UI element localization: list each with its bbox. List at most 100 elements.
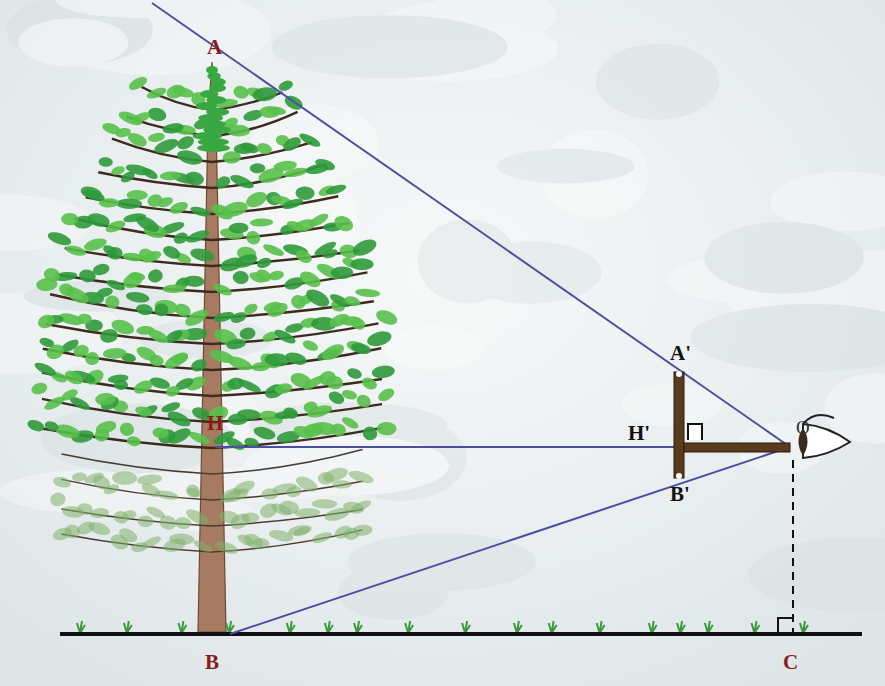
point-label: H <box>207 413 223 434</box>
grass-tuft <box>178 621 186 633</box>
needle-cluster <box>99 328 119 344</box>
grass-tuft <box>649 621 657 633</box>
needle-cluster <box>292 525 311 539</box>
right-angle-mark <box>688 424 702 440</box>
needle-cluster <box>360 375 379 392</box>
needle-cluster <box>184 482 202 500</box>
needle-cluster <box>262 242 286 258</box>
needle-cluster <box>44 420 60 433</box>
needle-cluster <box>192 538 214 554</box>
needle-cluster <box>237 408 262 420</box>
needle-cluster <box>243 302 260 317</box>
needle-cluster <box>354 392 373 410</box>
needle-cluster <box>303 286 332 310</box>
ground-line <box>60 632 862 636</box>
needle-cluster <box>52 475 72 489</box>
needle-cluster <box>231 478 256 497</box>
needle-cluster <box>154 303 169 317</box>
needle-cluster <box>165 82 187 100</box>
needle-cluster <box>161 244 182 261</box>
needle-cluster <box>136 473 162 486</box>
needle-cluster <box>283 166 309 179</box>
needle-cluster <box>322 247 339 260</box>
needle-cluster <box>64 244 87 258</box>
needle-cluster <box>348 315 367 332</box>
needle-cluster <box>361 425 379 443</box>
needle-cluster <box>343 295 361 308</box>
needle-cluster <box>266 106 286 116</box>
needle-cluster <box>117 109 144 128</box>
needle-cluster <box>310 530 333 545</box>
needle-cluster <box>244 229 263 247</box>
needle-cluster <box>138 516 154 528</box>
tree-foliage <box>26 66 400 556</box>
needle-cluster <box>228 222 248 233</box>
rod-tip <box>676 473 682 479</box>
branch <box>212 223 350 240</box>
needle-cluster <box>101 121 122 137</box>
cloud-texture <box>748 537 885 612</box>
cloud-texture <box>385 325 483 370</box>
needle-cluster <box>294 247 315 265</box>
instrument-vertical-rod <box>674 372 684 478</box>
needle-cluster <box>136 326 155 336</box>
needle-cluster <box>125 291 150 304</box>
needle-cluster <box>134 405 153 418</box>
needle-cluster <box>197 144 230 152</box>
cloud-texture <box>272 15 508 78</box>
needle-cluster <box>83 236 109 253</box>
branch <box>65 248 212 266</box>
needle-cluster <box>146 268 164 284</box>
branch <box>62 454 213 474</box>
needle-cluster <box>117 198 142 208</box>
needle-cluster <box>365 329 393 349</box>
needle-cluster <box>130 541 149 554</box>
sight-line-bottom <box>230 447 790 634</box>
needle-cluster <box>36 277 58 292</box>
needle-cluster <box>341 388 358 401</box>
point-label: B <box>205 652 219 673</box>
needle-cluster <box>281 135 303 154</box>
needle-cluster <box>331 266 354 279</box>
needle-cluster <box>256 141 274 155</box>
needle-cluster <box>284 350 308 367</box>
needle-cluster <box>355 288 381 298</box>
needle-cluster <box>214 174 233 191</box>
grass-tuft <box>597 621 605 633</box>
needle-cluster <box>346 367 363 381</box>
needle-cluster <box>160 400 181 414</box>
eye-height-dashed <box>792 460 794 632</box>
needle-cluster <box>371 364 395 379</box>
instrument-horizontal-rod <box>684 443 790 452</box>
rod-tip <box>676 371 682 377</box>
grass-tuft <box>705 621 713 633</box>
needle-cluster <box>352 524 373 537</box>
needle-cluster <box>108 532 131 553</box>
needle-cluster <box>332 480 352 488</box>
needle-cluster <box>377 422 397 436</box>
needle-cluster <box>159 171 181 181</box>
needle-cluster <box>312 499 338 509</box>
needle-cluster <box>118 421 136 438</box>
needle-cluster <box>236 377 262 395</box>
needle-cluster <box>79 184 103 201</box>
grass-tuft <box>405 621 413 633</box>
needle-cluster <box>110 164 126 176</box>
needle-cluster <box>252 424 277 441</box>
cloud-texture <box>497 149 635 184</box>
branch <box>62 479 213 500</box>
needle-cluster <box>332 213 356 234</box>
needle-cluster <box>57 282 75 299</box>
cloud-texture <box>56 0 236 18</box>
needle-cluster <box>294 508 320 518</box>
needle-cluster <box>264 353 290 367</box>
cloud-texture <box>18 18 128 66</box>
needle-cluster <box>145 86 167 101</box>
needle-cluster <box>268 269 285 281</box>
grass-tuft <box>462 621 470 633</box>
needle-cluster <box>189 205 212 219</box>
sight-line-top <box>152 3 790 447</box>
needle-cluster <box>174 517 191 530</box>
needle-cluster <box>33 360 58 378</box>
needle-cluster <box>61 213 79 226</box>
